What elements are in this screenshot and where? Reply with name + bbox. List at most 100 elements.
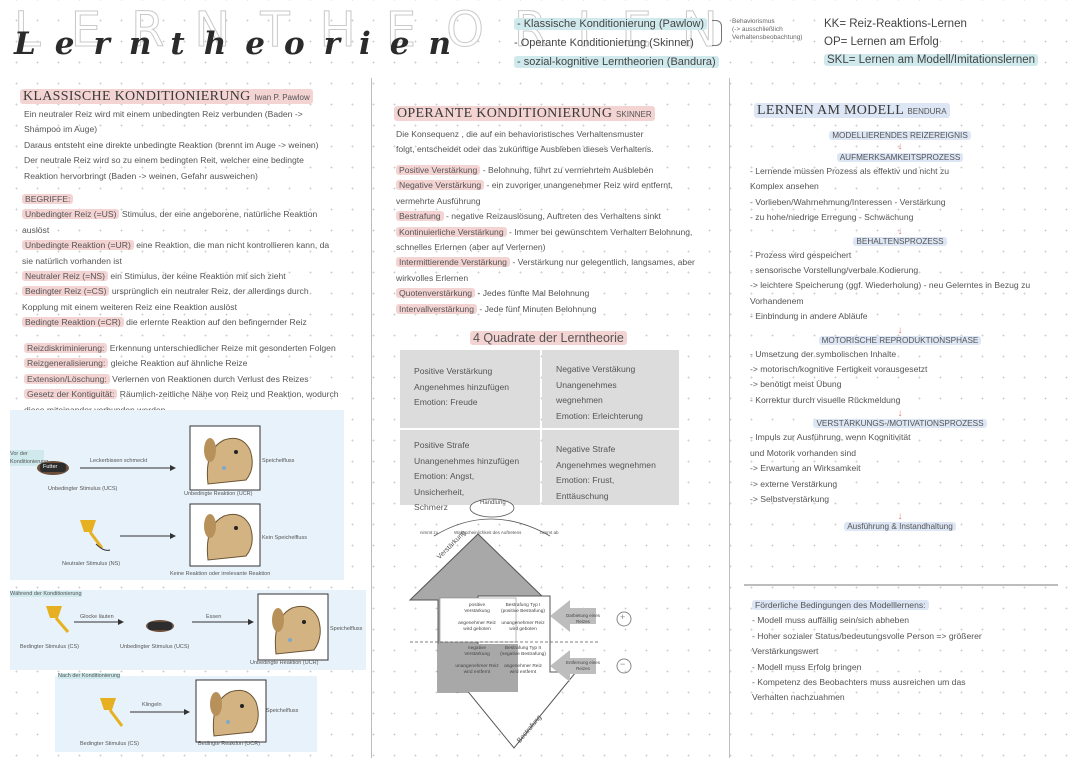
quadrant-line: Unangenehmes wegnehmen bbox=[556, 379, 617, 406]
quadrant-title: 4 Quadrate der Lerntheorie bbox=[470, 331, 627, 345]
down-arrow-icon: ↓ bbox=[897, 408, 903, 420]
term-def: ein Stimulus, der keine Reaktion mit sic… bbox=[108, 271, 286, 282]
dog-icon bbox=[189, 425, 261, 491]
term: Unbedingte Reaktion (=UR) bbox=[22, 240, 134, 251]
term-def: - Immer bei gewünschtem Verhalten Belohn… bbox=[506, 226, 693, 237]
salivation-label-3: Speichelfluss bbox=[266, 708, 299, 714]
reinforcement-arrow-diagram bbox=[408, 498, 632, 749]
intro-line: Daraus entsteht eine direkte unbedingte … bbox=[24, 139, 319, 150]
term: Reizgeneralisierung: bbox=[24, 358, 109, 369]
after-label: Nach der Konditionierung bbox=[58, 673, 121, 679]
step-heading: MODELLIERENDES REIZEREIGNIS bbox=[829, 131, 971, 140]
abbr-line: KK= Reiz-Reaktions-Lernen bbox=[824, 18, 967, 30]
theory-item: - Operante Konditionierung (Skinner) bbox=[514, 37, 694, 49]
cell-line: (positive Bestrafung) bbox=[501, 609, 545, 614]
quadrant-line: Emotion: Angst, Unsicherheit, bbox=[414, 471, 475, 497]
term-def: auslöst bbox=[22, 224, 50, 235]
quadrant-negative-reinforcement: Negative Verstäkung Unangenehmes wegnehm… bbox=[542, 350, 679, 428]
term: Positive Verstärkung bbox=[396, 165, 481, 175]
term-def: eine Reaktion, die man nicht kontrollier… bbox=[133, 240, 330, 251]
intro-line: Die Konsequenz , die auf ein behaviorist… bbox=[396, 129, 644, 139]
remove-stimulus-label: Entfernung eines Reizes bbox=[566, 660, 600, 672]
term-def: vermehrte Ausführung bbox=[396, 195, 481, 206]
quadrant-line: Angenehmes hinzufügen bbox=[414, 381, 510, 392]
cell-line: unangenehmer Reiz bbox=[501, 621, 545, 626]
step-line: - Einbindung in andere Abläufe bbox=[750, 311, 868, 322]
term-def: - Jede fünf Minuten Belohnung bbox=[477, 303, 597, 314]
terms2-block: Reizdiskriminierung: Erkennung unterschi… bbox=[24, 341, 339, 418]
term: Extension/Löschung: bbox=[24, 373, 110, 384]
bell-ring-label: Glocke läuten bbox=[80, 614, 114, 620]
cell-line: angenehmer Reiz bbox=[504, 664, 542, 669]
eat-label: Essen bbox=[206, 614, 222, 620]
step-heading: BEHALTENSPROZESS bbox=[853, 236, 947, 246]
step-line: - sensorische Vorstellung/verbale Kodier… bbox=[750, 265, 919, 276]
behaviorism-note: Behaviorismus (-> ausschließlich Verhalt… bbox=[732, 18, 802, 42]
cell-line: wird geboten bbox=[463, 627, 491, 632]
step-line: -> externe Verstärkung bbox=[750, 478, 838, 489]
step-heading: AUFMERKSAMKEITSPROZESS bbox=[836, 153, 964, 162]
note-line: (-> ausschließlich bbox=[732, 26, 783, 33]
ucr-label: Unbedingte Reaktion (UCR) bbox=[184, 491, 253, 497]
condition-line: - Hoher sozialer Status/bedeutungsvolle … bbox=[752, 630, 982, 641]
no-salivation-label: Kein Speichelfluss bbox=[262, 535, 307, 541]
term-def: diese miteinander verbunden werden bbox=[24, 405, 165, 415]
cs-label: Bedingter Stimulus (CS) bbox=[20, 644, 79, 650]
quadrant-line: Unangenehmes hinzufügen bbox=[414, 455, 520, 466]
term: Reizdiskriminierung: bbox=[24, 343, 108, 353]
theory-bracket bbox=[712, 20, 722, 46]
quadrant-line: Positive Strafe bbox=[414, 440, 470, 450]
label-line: Entfernung eines bbox=[566, 660, 601, 665]
cell-line: positive bbox=[468, 603, 486, 608]
section-title: KLASSISCHE KONDITIONIERUNG bbox=[23, 89, 251, 104]
cell-positive-punishment: Bestrafung Typ I (positive Bestrafung) u… bbox=[488, 603, 554, 633]
minus-icon: − bbox=[620, 659, 626, 669]
term-def: Erkennung unterschiedlicher Reize mit ge… bbox=[107, 343, 336, 353]
down-arrow-icon: ↓ bbox=[897, 141, 903, 152]
term-def: Stimulus, der eine angeborene, natürlich… bbox=[119, 209, 318, 220]
operant-items: Positive Verstärkung - Belohnung, führt … bbox=[396, 163, 695, 317]
term: Intervallverstärkung bbox=[396, 303, 477, 314]
bell-word-label: Klingeln bbox=[142, 702, 162, 708]
bell-icon bbox=[46, 606, 70, 633]
probability-label: Wahrscheinlichkeit des Auftretens bbox=[454, 530, 522, 535]
term-def: schnelles Erlernen (aber auf Verlernen) bbox=[396, 242, 546, 253]
conditions-block: Förderliche Bedingungen des Modelllernen… bbox=[752, 598, 982, 706]
quadrant-line: Angenehmes wegnehmen bbox=[556, 459, 656, 470]
theory-item: - sozial-kognitive Lerntheorien (Bandura… bbox=[514, 56, 719, 68]
term-def: - Verstärkung nur gelegentlich, langsame… bbox=[509, 257, 695, 268]
cell-line: angenehmer Reiz bbox=[458, 621, 496, 626]
condition-line: Verstärkungswert bbox=[752, 646, 819, 657]
cr-label: Bedingte Reaktion (UCR) bbox=[198, 741, 261, 747]
step-line: - Korrektur durch visuelle Rückmeldung bbox=[750, 394, 901, 405]
down-arrow-icon: ↓ bbox=[897, 511, 903, 523]
cell-line: (negative Bestrafung) bbox=[500, 652, 546, 657]
term: Bedingte Reaktion (=CR) bbox=[22, 317, 124, 328]
step-line: - zu hohe/niedrige Erregung - Schwächung bbox=[750, 212, 914, 223]
term-def: - ein zuvoriger unangenehmer Reiz wird e… bbox=[484, 180, 673, 191]
step-line: -> Selbstverstärkung bbox=[750, 493, 830, 504]
salivation-label-2: Speichelfluss bbox=[330, 626, 363, 632]
cell-line: Verstärkung bbox=[464, 652, 490, 657]
cell-negative-punishment: Bestrafung Typ II (negative Bestrafung) … bbox=[488, 646, 554, 676]
quadrant-negative-punishment: Negative Strafe Angenehmes wegnehmen Emo… bbox=[542, 430, 679, 505]
quadrant-line: Negative Strafe bbox=[556, 444, 616, 454]
term-def: sie natürlich vorhanden ist bbox=[22, 255, 122, 266]
plus-icon: + bbox=[620, 612, 626, 622]
step-heading: VERSTÄRKUNGS-/MOTIVATIONSPROZESS bbox=[813, 419, 987, 429]
condition-line: - Modell muss auffällig sein/sich abhebe… bbox=[752, 615, 910, 626]
section-author: BENDURA bbox=[907, 107, 947, 116]
ucs-label: Unbedingter Stimulus (UCS) bbox=[48, 486, 118, 492]
before-conditioning-panel bbox=[10, 410, 344, 580]
term: Unbedingter Reiz (=US) bbox=[22, 209, 120, 220]
abbr-line: SKL= Lernen am Modell/Imitationslernen bbox=[824, 54, 1039, 66]
ucr-label-2: Unbedingte Reaktion (UCR) bbox=[250, 660, 319, 666]
cell-line: unangenehmer Reiz bbox=[455, 664, 499, 669]
quadrant-line: Emotion: Freude bbox=[414, 397, 478, 407]
condition-line: Verhalten nachzuahmen bbox=[752, 692, 845, 703]
cell-line: wird entfernt bbox=[463, 670, 491, 675]
operant-title: OPERANTE KONDITIONIERUNG SKINNER bbox=[394, 104, 655, 122]
cell-line: Verstärkung bbox=[464, 609, 490, 614]
food-label: Futter bbox=[41, 464, 60, 470]
term-def: ursprünglich ein neutraler Reiz, der all… bbox=[109, 286, 309, 297]
